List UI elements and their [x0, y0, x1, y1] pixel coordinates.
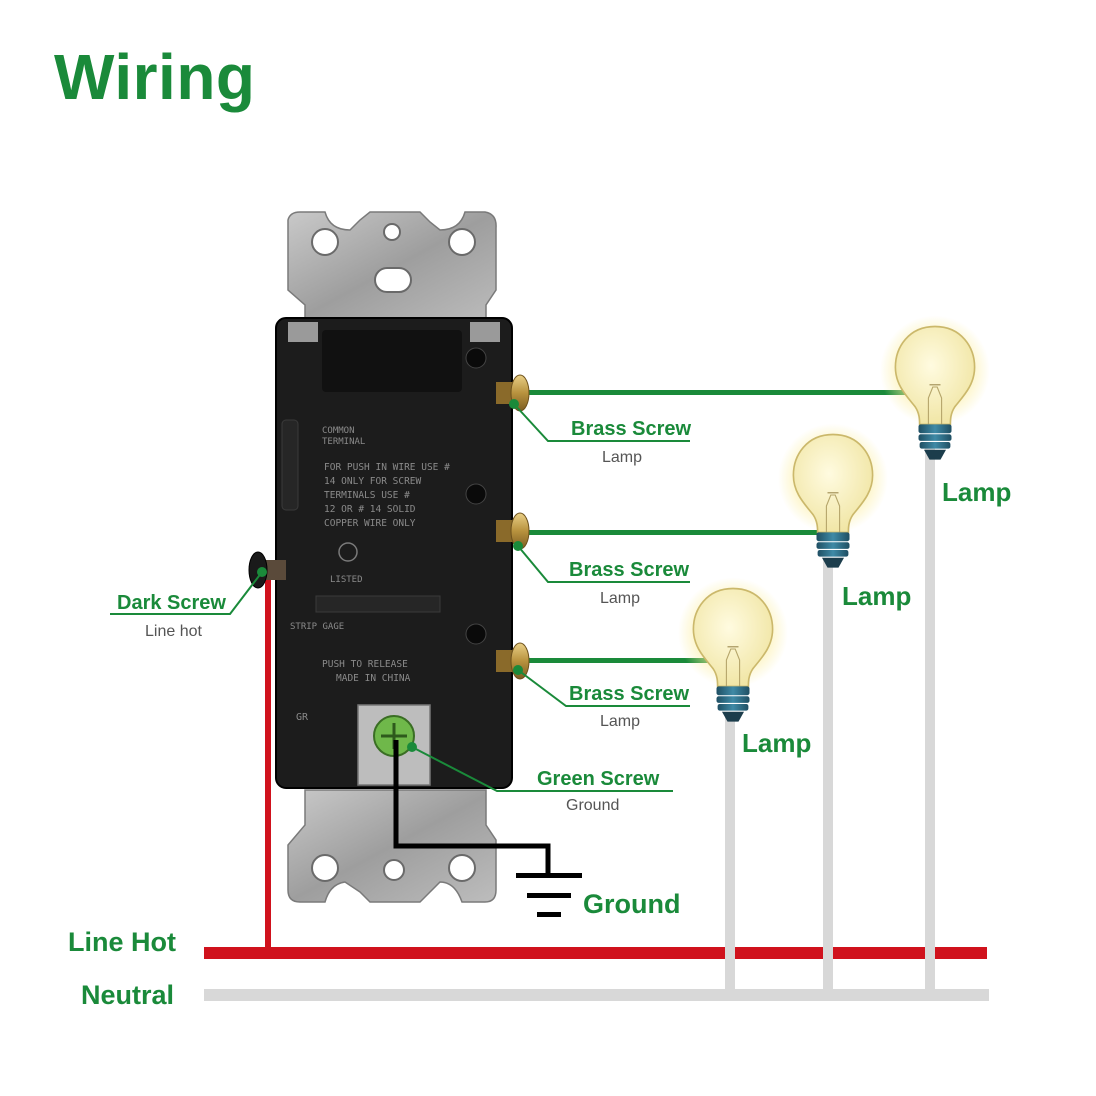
brass-screw-1-sublabel: Lamp [602, 449, 642, 466]
device-text-gr: GR [296, 712, 309, 723]
device-text-terminal: TERMINAL [322, 437, 365, 447]
page-title: Wiring [54, 41, 256, 113]
device-text-push-in-4: 12 OR # 14 SOLID [324, 504, 416, 515]
switch-device: COMMON TERMINAL FOR PUSH IN WIRE USE # 1… [275, 211, 513, 903]
brass-screw-2-sublabel: Lamp [600, 590, 640, 607]
line-hot-bus [204, 947, 987, 959]
ground-symbol-bar-3 [537, 912, 561, 917]
device-text-push-in-2: 14 ONLY FOR SCREW [324, 476, 422, 487]
ground-symbol-bar-2 [527, 893, 571, 898]
lamp-1-neutral-wire [925, 448, 935, 990]
brass-screw-3-label: Brass Screw [569, 683, 690, 705]
dark-screw-sublabel: Line hot [145, 623, 202, 640]
lamp-2-bulb [778, 422, 888, 569]
wire-to-lamp-3 [512, 658, 718, 663]
ul-mark [338, 542, 358, 562]
green-screw-sublabel: Ground [566, 797, 619, 814]
brass-screw-2 [496, 512, 530, 550]
neutral-bus [204, 989, 989, 1001]
ground-wire [393, 740, 551, 874]
wire-to-lamp-1 [512, 390, 910, 395]
lamp-3-bulb [678, 576, 788, 723]
brass-screw-3-leader [517, 669, 690, 707]
lamp-2-label: Lamp [842, 581, 911, 611]
lamp-1-bulb [880, 314, 990, 461]
brass-screw-1-leader [513, 403, 690, 442]
line-hot-wire [265, 574, 271, 952]
ground-symbol-bar-1 [516, 873, 582, 878]
device-text-made-in: MADE IN CHINA [336, 673, 411, 684]
line-hot-label: Line Hot [68, 927, 176, 957]
device-text-listed: LISTED [330, 575, 363, 585]
neutral-label: Neutral [81, 980, 174, 1010]
device-text-push-in-5: COPPER WIRE ONLY [324, 518, 416, 529]
dark-screw-label: Dark Screw [117, 592, 226, 614]
ground-label: Ground [583, 889, 680, 919]
brass-screw-2-leader [517, 545, 690, 583]
device-text-strip-gage: STRIP GAGE [290, 622, 344, 632]
device-text-push-in-3: TERMINALS USE # [324, 490, 410, 501]
green-screw-label: Green Screw [537, 768, 660, 790]
dark-screw-leader [110, 571, 263, 615]
lamp-3-label: Lamp [742, 728, 811, 758]
wire-to-lamp-2 [512, 530, 820, 535]
lamp-1-label: Lamp [942, 477, 1011, 507]
mounting-strap-bottom [287, 789, 497, 903]
lamp-3-neutral-wire [725, 712, 735, 990]
device-text-push-in-1: FOR PUSH IN WIRE USE # [324, 462, 450, 473]
brass-screw-2-label: Brass Screw [569, 559, 690, 581]
brass-screw-3-sublabel: Lamp [600, 713, 640, 730]
lamp-2-neutral-wire [823, 558, 833, 990]
green-screw-leader [411, 746, 673, 792]
device-text-common: COMMON [322, 426, 355, 436]
device-text-push-release: PUSH TO RELEASE [322, 659, 408, 670]
brass-screw-1-label: Brass Screw [571, 418, 692, 440]
